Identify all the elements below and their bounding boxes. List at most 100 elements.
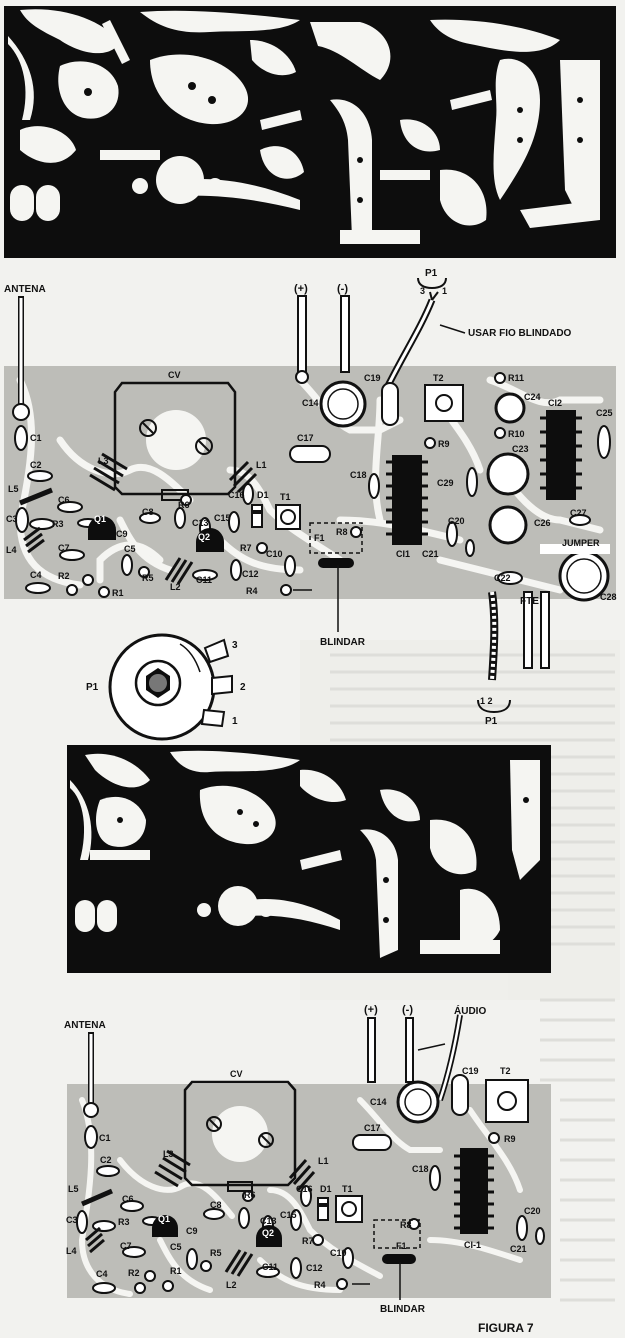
- label-r1-1: R1: [112, 588, 124, 598]
- label-c11-1: C11: [196, 575, 212, 585]
- label-t2-1: T2: [433, 373, 444, 383]
- pot-labels: P1 3 2 1: [86, 640, 246, 727]
- speaker-wires: [523, 591, 550, 669]
- label-r2-2: R2: [128, 1268, 140, 1278]
- label-r2-1: R2: [58, 571, 70, 581]
- label-l5-2: L5: [68, 1184, 79, 1194]
- pin1-label: 1: [442, 286, 447, 296]
- label-c25-1: C25: [596, 408, 613, 418]
- label-c18-1: C18: [350, 470, 367, 480]
- label-ci2-1: CI2: [548, 398, 562, 408]
- pot-pin-1: 1: [232, 716, 238, 727]
- plus-label-2: (+): [364, 1004, 378, 1016]
- label-c18-2: C18: [412, 1164, 429, 1174]
- label-c29-1: C29: [437, 478, 454, 488]
- label-r3-1: R3: [52, 519, 64, 529]
- label-c7-1: C7: [58, 543, 70, 553]
- p1-bottom-pins: 1 2: [480, 696, 493, 706]
- potentiometer-p1: [108, 633, 233, 741]
- label-c15-1: C15: [214, 513, 231, 523]
- board2-copper-side: [67, 745, 551, 973]
- label-f1-1: F1: [314, 533, 325, 543]
- label-l3-1: L3: [98, 456, 109, 466]
- pot-label: P1: [86, 682, 99, 693]
- label-c1-2: C1: [99, 1133, 111, 1143]
- label-c21-2: C21: [510, 1244, 527, 1254]
- minus-label-2: (-): [402, 1004, 413, 1016]
- label-l5-1: L5: [8, 484, 19, 494]
- inductors-1: [19, 452, 258, 585]
- wire-note-label: USAR FIO BLINDADO: [468, 328, 572, 339]
- inductors-2: [81, 1149, 316, 1277]
- label-c9-2: C9: [186, 1226, 198, 1236]
- label-l2-2: L2: [226, 1280, 237, 1290]
- label-t1-2: T1: [342, 1184, 353, 1194]
- label-r1-2: R1: [170, 1266, 182, 1276]
- board2-labels: ANTENA (+) (-) ÁUDIO BLINDAR FIGURA 7 CV…: [64, 1004, 541, 1335]
- label-c14-2: C14: [370, 1097, 387, 1107]
- label-r7-2: R7: [302, 1236, 314, 1246]
- label-l4-2: L4: [66, 1246, 77, 1256]
- label-r5-2: R5: [210, 1248, 222, 1258]
- label-c22-1: C22: [494, 573, 511, 583]
- label-c24-1: C24: [524, 392, 541, 402]
- label-r8-2: R8: [400, 1220, 412, 1230]
- label-ci1-1: CI1: [396, 549, 410, 559]
- label-f1-2: F1: [396, 1241, 407, 1251]
- label-c16-1: C16: [228, 490, 245, 500]
- label-cv-2: CV: [230, 1069, 243, 1079]
- label-c27-1: C27: [570, 508, 587, 518]
- label-q1-1: Q1: [94, 514, 106, 524]
- label-l1-1: L1: [256, 460, 267, 470]
- label-c12-1: C12: [242, 569, 259, 579]
- label-c14-1: C14: [302, 398, 319, 408]
- label-c20-1: C20: [448, 516, 465, 526]
- shielded-cable-bottom: [477, 591, 511, 714]
- label-c3-1: C3: [6, 514, 18, 524]
- label-c17-1: C17: [297, 433, 314, 443]
- board1-copper-side: [4, 6, 616, 258]
- speaker-label: FTE: [520, 596, 539, 607]
- shield-label-1: BLINDAR: [320, 637, 366, 648]
- label-c23-1: C23: [512, 444, 529, 454]
- label-c13-1: C13: [192, 518, 209, 528]
- label-r6-2: R6: [244, 1190, 256, 1200]
- label-c12-2: C12: [306, 1263, 323, 1273]
- label-c26-1: C26: [534, 518, 551, 528]
- shielded-cable-top: [381, 277, 466, 394]
- label-r8-1: R8: [336, 527, 348, 537]
- cv-tuning-capacitor-2: [183, 1080, 297, 1192]
- label-c21-1: C21: [422, 549, 439, 559]
- label-r9-2: R9: [504, 1134, 516, 1144]
- minus-label-1: (-): [337, 283, 348, 295]
- power-wires-1: [295, 295, 350, 384]
- label-c2-2: C2: [100, 1155, 112, 1165]
- label-c7-2: C7: [120, 1241, 132, 1251]
- label-c8-1: C8: [142, 507, 154, 517]
- label-r9-1: R9: [438, 439, 450, 449]
- label-c13-2: C13: [260, 1216, 277, 1226]
- jumper-label: JUMPER: [562, 538, 600, 548]
- label-q2-2: Q2: [262, 1228, 274, 1238]
- figure-caption: FIGURA 7: [478, 1321, 534, 1335]
- label-q2-1: Q2: [198, 532, 210, 542]
- label-d1-2: D1: [320, 1184, 332, 1194]
- label-c9-1: C9: [116, 529, 128, 539]
- label-c8-2: C8: [210, 1200, 222, 1210]
- shield-label-2: BLINDAR: [380, 1304, 426, 1315]
- label-c4-2: C4: [96, 1269, 108, 1279]
- label-c19-1: C19: [364, 373, 381, 383]
- label-r11-1: R11: [508, 373, 524, 383]
- label-r6-1: R6: [178, 500, 190, 510]
- label-c10-2: C10: [330, 1248, 347, 1258]
- board2-component-side: [67, 1014, 551, 1300]
- label-t1-1: T1: [280, 492, 291, 502]
- antenna-label-2: ANTENA: [64, 1020, 106, 1031]
- antenna-label-1: ANTENA: [4, 284, 46, 295]
- label-c5-1: C5: [124, 544, 136, 554]
- p1-header-label: P1: [425, 268, 438, 279]
- label-c10-1: C10: [266, 549, 283, 559]
- board1-labels: ANTENA (+) (-) P1 3 1 USAR FIO BLINDADO …: [4, 268, 617, 727]
- label-d1-1: D1: [257, 490, 269, 500]
